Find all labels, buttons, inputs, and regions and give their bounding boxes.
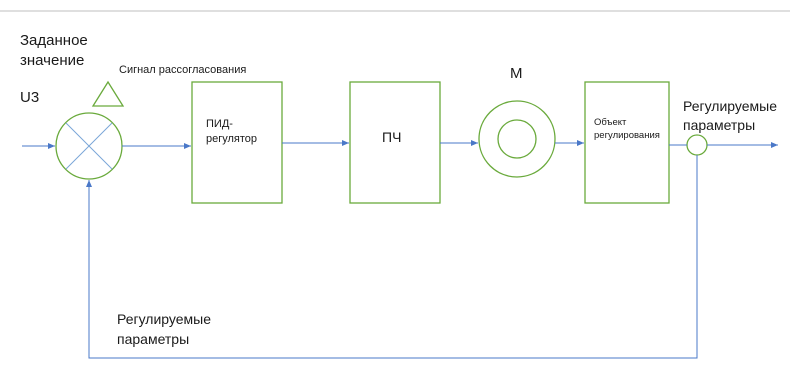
- feedback-label-line1: Регулируемые: [117, 311, 212, 327]
- converter-block-label: ПЧ: [382, 129, 402, 145]
- pid-block: [191, 81, 283, 204]
- pid-block-label-line1: ПИД-: [206, 118, 233, 130]
- feedback-path: [86, 155, 698, 359]
- motor-label: М: [510, 65, 523, 82]
- summing-junction-cross-b: [65, 122, 113, 170]
- feedback-label-line2: параметры: [117, 331, 190, 347]
- object-block: [584, 81, 670, 204]
- setpoint-label-line2: значение: [20, 52, 85, 69]
- error-signal-label: Сигнал рассогласования: [119, 64, 247, 76]
- object-block-label-line1: Объект: [594, 117, 627, 128]
- output-label-line1: Регулируемые: [683, 98, 778, 114]
- output-label-line2: параметры: [683, 117, 756, 133]
- object-block-label-line2: регулирования: [594, 130, 660, 141]
- setpoint-triangle: [91, 80, 125, 107]
- motor-inner-circle: [497, 119, 537, 159]
- setpoint-label-line1: Заданное: [20, 32, 88, 49]
- pickoff-point: [686, 134, 708, 156]
- setpoint-symbol: U3: [20, 89, 40, 106]
- converter-block: [349, 81, 441, 204]
- pid-block-label-line2: регулятор: [206, 133, 258, 145]
